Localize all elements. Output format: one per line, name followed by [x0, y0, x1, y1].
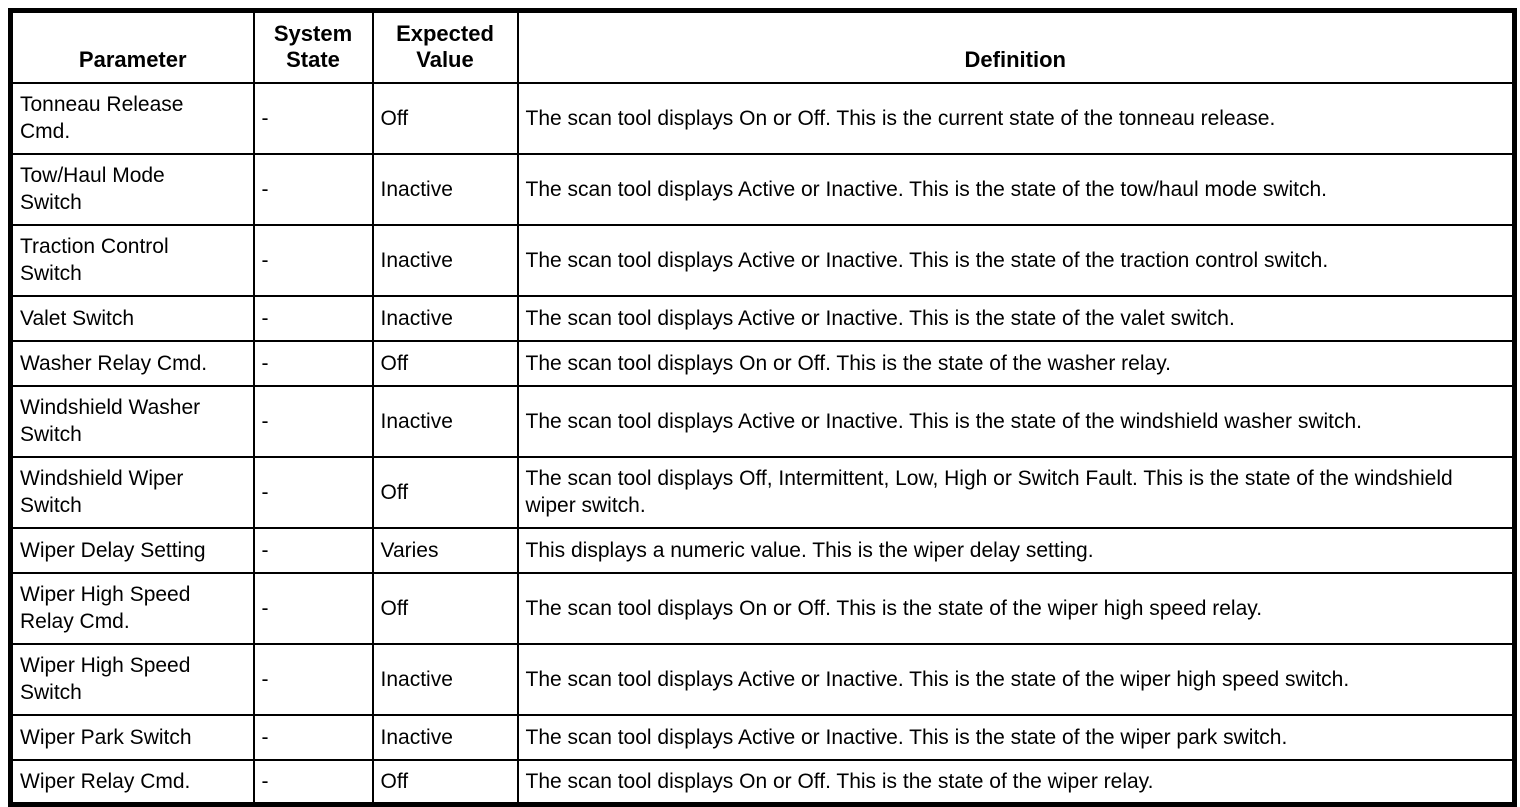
definition-cell: The scan tool displays Active or Inactiv…	[516, 384, 1516, 458]
parameter-definition-table: Parameter System State Expected Value De…	[8, 8, 1517, 807]
table-row: Washer Relay Cmd. - Off The scan tool di…	[9, 339, 1516, 387]
expected-value-cell: Inactive	[371, 384, 519, 458]
table-row: Traction Control Switch - Inactive The s…	[9, 223, 1516, 297]
definition-cell: The scan tool displays Off, Intermittent…	[516, 455, 1516, 529]
expected-value-cell: Inactive	[371, 223, 519, 297]
system-state-cell: -	[252, 294, 374, 342]
header-row: Parameter System State Expected Value De…	[9, 9, 1516, 84]
parameter-cell: Wiper High Speed Switch	[9, 642, 255, 716]
table-row: Windshield Wiper Switch - Off The scan t…	[9, 455, 1516, 529]
table-row: Wiper Delay Setting - Varies This displa…	[9, 526, 1516, 574]
system-state-cell: -	[252, 223, 374, 297]
table-row: Valet Switch - Inactive The scan tool di…	[9, 294, 1516, 342]
definition-cell: The scan tool displays On or Off. This i…	[516, 571, 1516, 645]
parameter-cell: Wiper Relay Cmd.	[9, 758, 255, 806]
header-definition: Definition	[516, 9, 1516, 84]
system-state-cell: -	[252, 152, 374, 226]
header-expected-value: Expected Value	[371, 9, 519, 84]
parameter-cell: Windshield Wiper Switch	[9, 455, 255, 529]
definition-cell: The scan tool displays Active or Inactiv…	[516, 223, 1516, 297]
system-state-cell: -	[252, 339, 374, 387]
parameter-cell: Wiper Park Switch	[9, 713, 255, 761]
system-state-cell: -	[252, 758, 374, 806]
expected-value-cell: Off	[371, 339, 519, 387]
table-row: Tow/Haul Mode Switch - Inactive The scan…	[9, 152, 1516, 226]
table-row: Tonneau Release Cmd. - Off The scan tool…	[9, 81, 1516, 155]
expected-value-cell: Off	[371, 758, 519, 806]
parameter-cell: Windshield Washer Switch	[9, 384, 255, 458]
expected-value-cell: Off	[371, 81, 519, 155]
table-header: Parameter System State Expected Value De…	[9, 9, 1516, 84]
definition-cell: The scan tool displays On or Off. This i…	[516, 81, 1516, 155]
table-row: Wiper Relay Cmd. - Off The scan tool dis…	[9, 758, 1516, 806]
definition-cell: The scan tool displays On or Off. This i…	[516, 758, 1516, 806]
header-parameter: Parameter	[9, 9, 255, 84]
expected-value-cell: Inactive	[371, 294, 519, 342]
expected-value-cell: Inactive	[371, 642, 519, 716]
system-state-cell: -	[252, 526, 374, 574]
parameter-cell: Traction Control Switch	[9, 223, 255, 297]
system-state-cell: -	[252, 455, 374, 529]
system-state-cell: -	[252, 384, 374, 458]
definition-cell: The scan tool displays On or Off. This i…	[516, 339, 1516, 387]
expected-value-cell: Inactive	[371, 152, 519, 226]
definition-cell: The scan tool displays Active or Inactiv…	[516, 713, 1516, 761]
expected-value-cell: Varies	[371, 526, 519, 574]
table-body: Tonneau Release Cmd. - Off The scan tool…	[9, 81, 1516, 806]
parameter-cell: Wiper Delay Setting	[9, 526, 255, 574]
system-state-cell: -	[252, 81, 374, 155]
expected-value-cell: Inactive	[371, 713, 519, 761]
definition-cell: The scan tool displays Active or Inactiv…	[516, 294, 1516, 342]
expected-value-cell: Off	[371, 571, 519, 645]
parameter-cell: Wiper High Speed Relay Cmd.	[9, 571, 255, 645]
table-row: Windshield Washer Switch - Inactive The …	[9, 384, 1516, 458]
parameter-cell: Washer Relay Cmd.	[9, 339, 255, 387]
header-system-state: System State	[252, 9, 374, 84]
table-row: Wiper Park Switch - Inactive The scan to…	[9, 713, 1516, 761]
system-state-cell: -	[252, 642, 374, 716]
parameter-cell: Valet Switch	[9, 294, 255, 342]
parameter-cell: Tonneau Release Cmd.	[9, 81, 255, 155]
table-row: Wiper High Speed Switch - Inactive The s…	[9, 642, 1516, 716]
expected-value-cell: Off	[371, 455, 519, 529]
parameter-cell: Tow/Haul Mode Switch	[9, 152, 255, 226]
table-row: Wiper High Speed Relay Cmd. - Off The sc…	[9, 571, 1516, 645]
definition-cell: This displays a numeric value. This is t…	[516, 526, 1516, 574]
definition-cell: The scan tool displays Active or Inactiv…	[516, 642, 1516, 716]
system-state-cell: -	[252, 571, 374, 645]
system-state-cell: -	[252, 713, 374, 761]
definition-cell: The scan tool displays Active or Inactiv…	[516, 152, 1516, 226]
